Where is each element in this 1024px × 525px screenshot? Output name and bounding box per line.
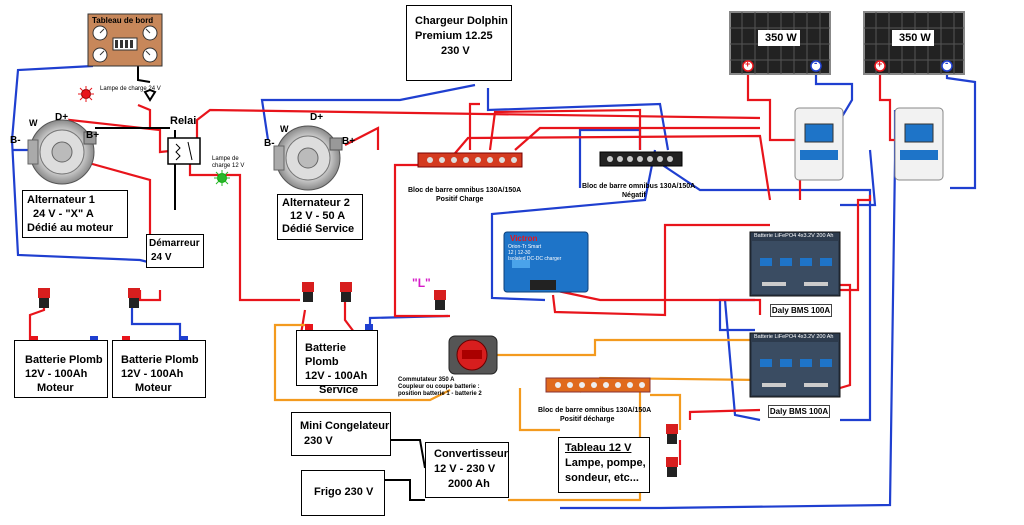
bms-2-box: Daly BMS 100A <box>768 405 830 418</box>
panel-1-label: 350 W <box>765 32 797 44</box>
solar-panel-2-drawing <box>863 11 965 75</box>
alt2-dplus-label: D+ <box>310 112 324 123</box>
busbar-positive-discharge <box>545 377 651 393</box>
battery-selector-switch <box>448 335 498 375</box>
mppt-controller-1 <box>794 107 844 181</box>
lifepo4-battery-1 <box>749 231 841 297</box>
positive-wires <box>28 64 920 465</box>
alt1-bplus-label: B+ <box>86 130 100 141</box>
busbar-positive-charge <box>417 152 523 168</box>
lifepo4-battery-2 <box>749 332 841 398</box>
lamp-24v-label: Lampe de charge 24 V <box>100 86 161 92</box>
panel-1-plus: + <box>745 59 751 69</box>
panel-2-minus: - <box>945 58 949 69</box>
lead-battery-terminals <box>30 324 373 343</box>
alt2-bplus-label: B+ <box>342 136 356 147</box>
alt2-w-label: W <box>280 124 289 134</box>
alt1-dplus-label: D+ <box>55 112 69 123</box>
bms-1-box: Daly BMS 100A <box>770 304 832 317</box>
ac-wires <box>95 50 426 501</box>
dashboard-panel <box>87 13 163 67</box>
panel-1-minus: - <box>814 58 818 69</box>
alt1-bminus-label: B- <box>10 135 21 146</box>
alternator-1-drawing <box>27 119 97 185</box>
panel-2-label: 350 W <box>899 32 931 44</box>
fridge-box: Frigo 230 V <box>301 470 385 516</box>
relay-label: Relai <box>170 115 197 127</box>
cutoff-switches <box>38 282 678 477</box>
mppt-controller-2 <box>894 107 944 181</box>
lifepo2-title: Batterie LiFePO4 4x3.2V 200 Ah <box>754 334 834 340</box>
dashboard-title: Tableau de bord <box>92 16 154 25</box>
lifepo1-title: Batterie LiFePO4 4x3.2V 200 Ah <box>754 233 834 239</box>
alt2-bminus-label: B- <box>264 138 275 149</box>
busbar-negative <box>599 151 683 167</box>
lamp-24v <box>78 86 94 102</box>
orion-dcdc-drawing <box>503 231 589 293</box>
l-label: "L" <box>412 276 431 290</box>
solar-panel-1-drawing <box>729 11 831 75</box>
lamp-12v <box>214 170 230 186</box>
relay-drawing <box>167 137 201 165</box>
alternator-2-drawing <box>273 125 343 191</box>
orion-brand: Victron <box>510 234 538 243</box>
alt1-w-label: W <box>29 118 38 128</box>
panel-2-plus: + <box>877 59 883 69</box>
